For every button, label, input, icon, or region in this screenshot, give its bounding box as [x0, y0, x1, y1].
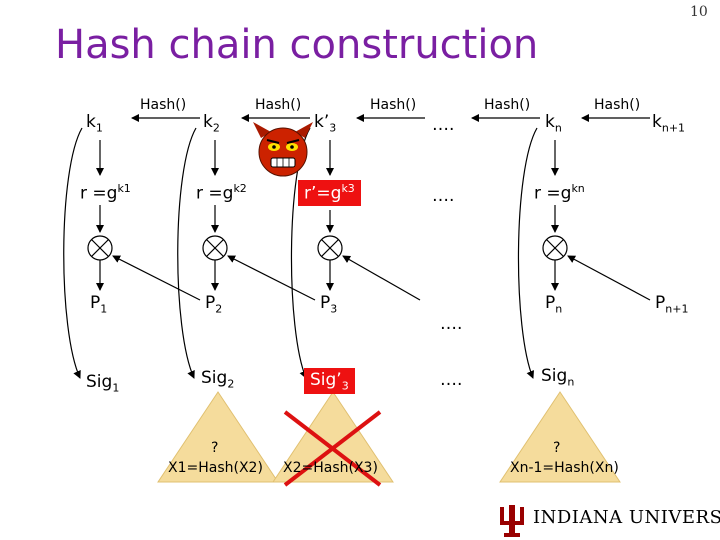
key-2: k2 [203, 112, 220, 135]
sig-value-3-forged: Sig’3 [304, 368, 355, 395]
page-title: Hash chain construction [55, 22, 539, 68]
sig-value-n: Sign [541, 366, 575, 389]
hash-label-4: Hash() [484, 97, 531, 113]
sig-ellipsis: …. [440, 370, 463, 390]
p-value-3: P3 [320, 293, 338, 316]
p-value-n-plus-1: Pn+1 [655, 293, 689, 316]
key-to-r-arrows [96, 140, 559, 176]
p-value-2: P2 [205, 293, 223, 316]
p-value-n: Pn [545, 293, 563, 316]
p-ellipsis: …. [440, 314, 463, 334]
university-logo-text: INDIANA UNIVERSITY [533, 507, 720, 528]
triangle-2 [272, 391, 394, 483]
key-n: kn [545, 112, 562, 135]
mult-to-p-arrows [96, 260, 559, 291]
multiply-node-1 [87, 235, 113, 261]
hash-label-5: Hash() [594, 97, 641, 113]
page-number: 10 [690, 4, 708, 20]
key-ellipsis: …. [432, 115, 455, 135]
triangle-1-question: ? [211, 440, 219, 456]
triangle-1-text: X1=Hash(X2) [168, 460, 263, 476]
multiply-node-3 [317, 235, 343, 261]
r-value-3-forged: r’=gk3 [298, 180, 361, 206]
triangle-3-question: ? [553, 440, 561, 456]
r-value-1: r =gk1 [80, 182, 131, 204]
multiply-nodes [87, 235, 568, 261]
sig-value-1: Sig1 [86, 372, 120, 395]
hash-label-1: Hash() [140, 97, 187, 113]
iu-trident-logo [500, 505, 524, 537]
p-next-to-mult-arrows [112, 255, 651, 301]
multiply-node-2 [202, 235, 228, 261]
sig-value-2: Sig2 [201, 368, 235, 391]
triangle-3-text: Xn-1=Hash(Xn) [510, 460, 619, 476]
devil-icon [253, 122, 313, 177]
key-sig-curve-4 [517, 127, 538, 379]
r-value-2: r =gk2 [196, 182, 247, 204]
p-mult-diag-4 [567, 255, 651, 301]
r-to-mult-arrows [96, 205, 559, 233]
triangle-2-text: X2=Hash(X3) [283, 460, 378, 476]
key-sig-curve-2 [177, 127, 197, 379]
triangle-1 [157, 391, 279, 483]
key-sig-curve-1 [63, 127, 83, 379]
p-mult-diag-3 [342, 255, 421, 301]
hash-label-3: Hash() [370, 97, 417, 113]
key-n-plus-1: kn+1 [652, 112, 686, 135]
triangle-3 [499, 391, 621, 483]
key-1: k1 [86, 112, 103, 135]
red-x-mark [283, 410, 382, 487]
triangles [157, 391, 621, 483]
p-value-1: P1 [90, 293, 108, 316]
multiply-node-4 [542, 235, 568, 261]
key-3-forged: k’3 [314, 112, 337, 135]
r-ellipsis: …. [432, 186, 455, 206]
p-mult-diag-1 [112, 255, 201, 301]
p-mult-diag-2 [227, 255, 316, 301]
r-value-n: r =gkn [534, 182, 585, 204]
hash-label-2: Hash() [255, 97, 302, 113]
